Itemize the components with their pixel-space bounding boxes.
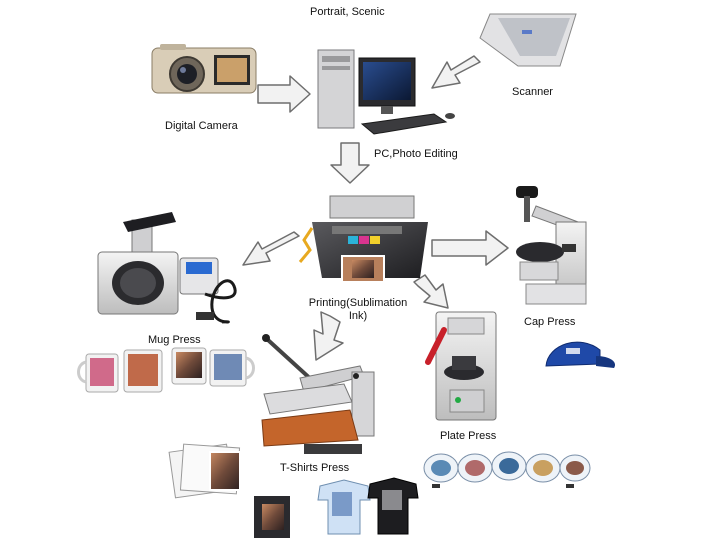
label-digital-camera: Digital Camera [165, 120, 238, 132]
printed-mugs-icon [77, 347, 255, 393]
arrow-printer-to-mug [242, 231, 300, 266]
label-tshirts-press: T-Shirts Press [280, 462, 350, 474]
top-caption: Portrait, Scenic [310, 6, 385, 18]
digital-camera-icon [151, 44, 257, 94]
arrows [242, 55, 509, 361]
label-pc-photo-editing: PC,Photo Editing [374, 148, 458, 160]
plate-press-machine-icon [425, 311, 497, 421]
arrow-camera-to-pc [257, 75, 311, 113]
baseball-cap-icon [545, 341, 616, 368]
label-mug-press: Mug Press [148, 334, 201, 346]
arrow-printer-to-tshirt [313, 311, 344, 361]
cap-press-machine-icon [516, 186, 587, 305]
label-scanner: Scanner [512, 86, 553, 98]
arrow-printer-to-plate [413, 274, 449, 309]
scanner-icon [479, 13, 577, 67]
inkjet-printer-icon [298, 195, 428, 283]
photo-prints-icon [168, 443, 241, 499]
label-printing-line2: Ink) [348, 310, 368, 322]
label-printing-line1: Printing(Sublimation [308, 297, 408, 309]
tshirt-press-machine-icon [261, 334, 375, 454]
printed-tshirts-icon [254, 477, 419, 538]
label-cap-press: Cap Press [524, 316, 576, 328]
label-plate-press: Plate Press [440, 430, 497, 442]
mug-press-machine-icon [97, 212, 237, 324]
label-printing: Printing(Sublimation Ink) [300, 297, 416, 323]
arrow-scanner-to-pc [431, 55, 481, 89]
desktop-computer-icon [317, 49, 455, 135]
printed-plates-icon [423, 451, 591, 488]
arrow-printer-to-cap [431, 230, 509, 266]
arrow-pc-to-printer [330, 142, 370, 184]
